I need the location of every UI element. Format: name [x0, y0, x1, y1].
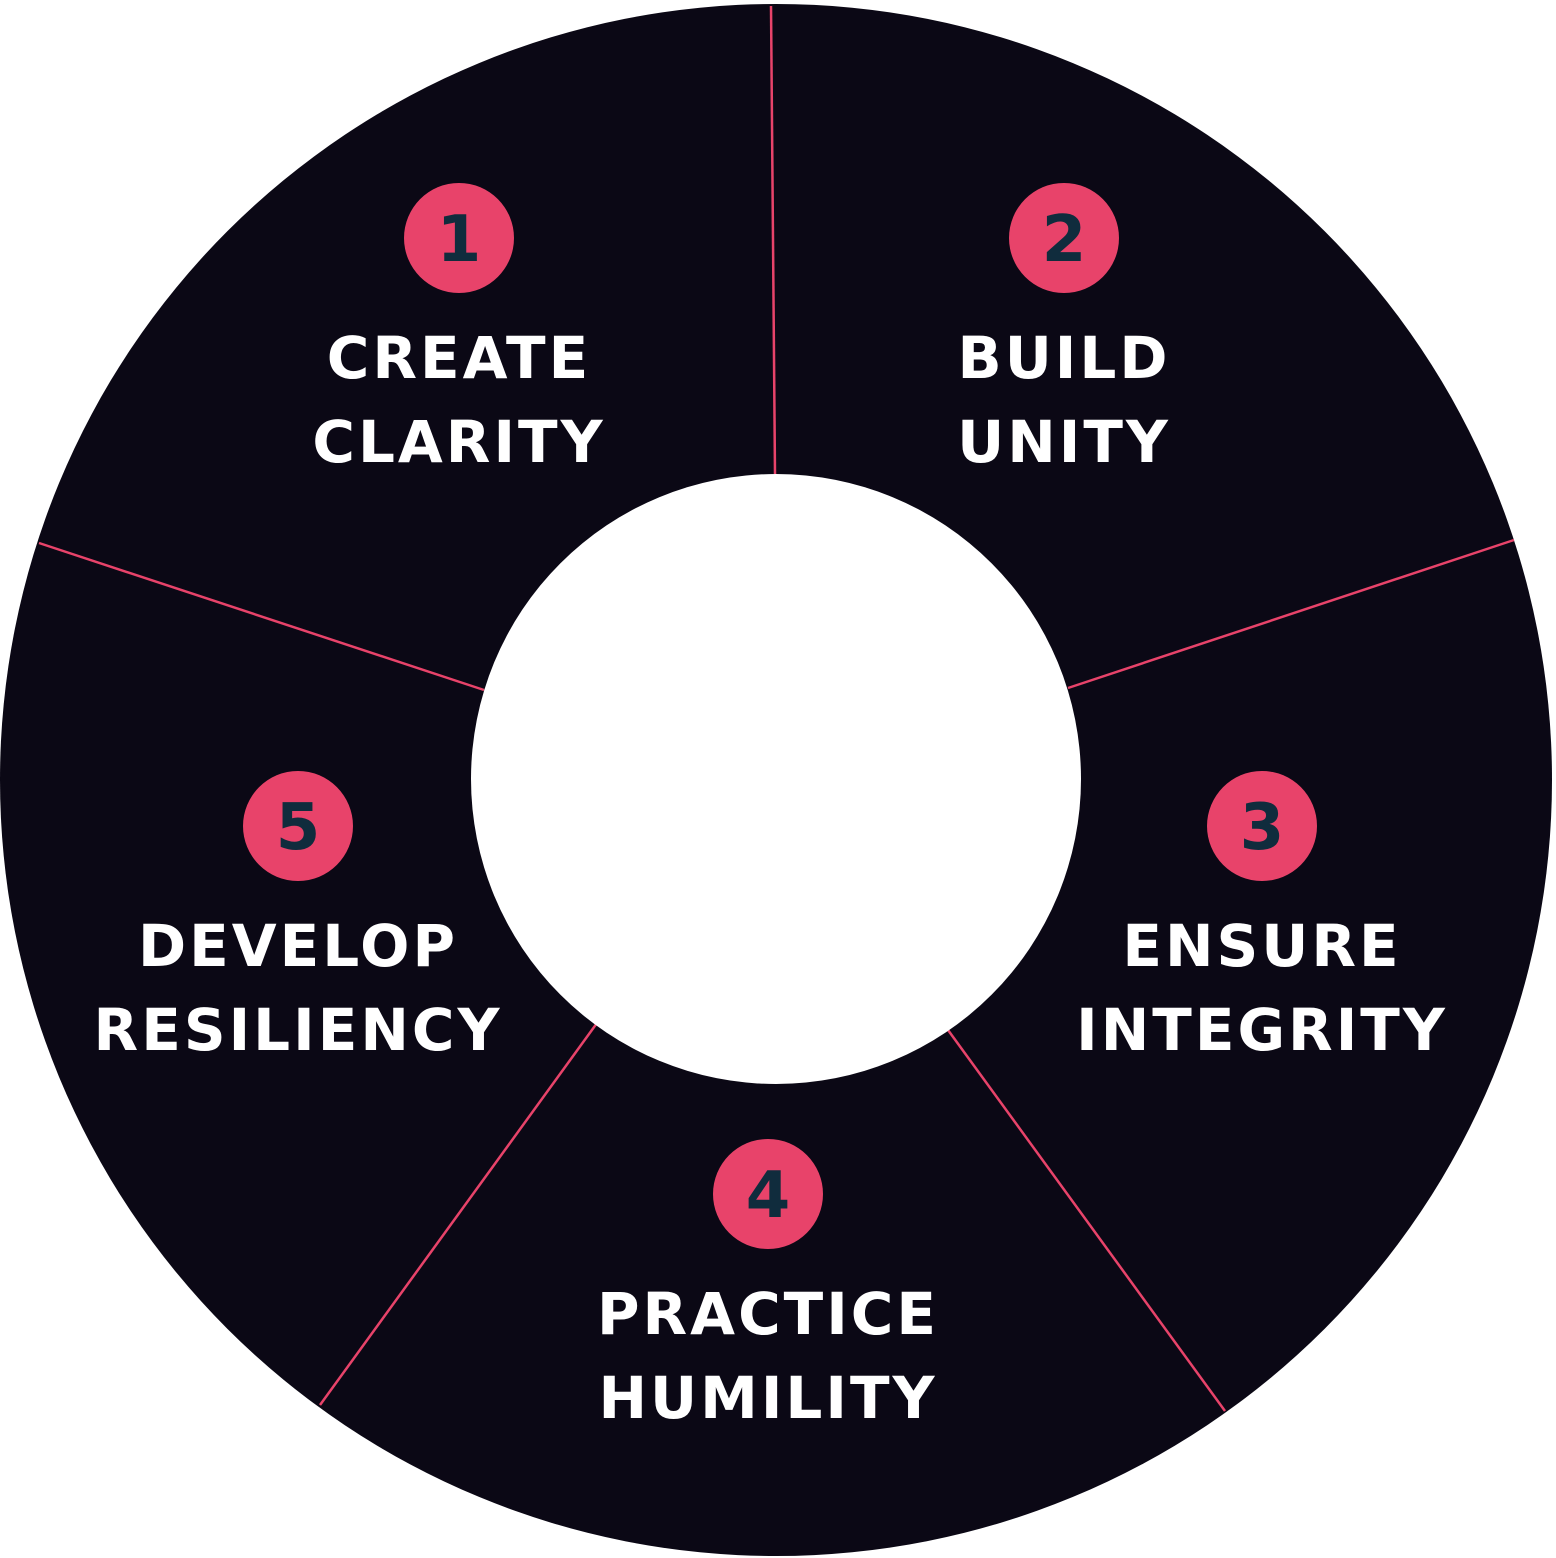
segment-divider-4-5: [318, 1022, 599, 1406]
segment-4-number: 4: [746, 1159, 791, 1233]
segment-divider-3-4: [946, 1029, 1227, 1412]
segment-2-badge: [1009, 183, 1119, 293]
segment-2: 2 BUILD UNITY: [957, 183, 1171, 476]
segment-4-badge: [713, 1139, 823, 1249]
segment-5-badge: [243, 771, 353, 881]
segment-3-number: 3: [1240, 791, 1285, 865]
segment-4-label-line2: HUMILITY: [598, 1364, 937, 1432]
segment-5: 5 DEVELOP RESILIENCY: [94, 771, 503, 1064]
segment-1-label-line1: CREATE: [327, 324, 591, 392]
segment-divider-1-2: [769, 5, 777, 475]
segment-2-number: 2: [1042, 203, 1087, 277]
segment-3-label-line1: ENSURE: [1122, 912, 1401, 980]
segment-5-number: 5: [276, 791, 321, 865]
segment-1: 1 CREATE CLARITY: [312, 183, 605, 476]
segment-3: 3 ENSURE INTEGRITY: [1076, 771, 1448, 1064]
segment-divider-2-3: [1067, 538, 1515, 690]
segment-4-label-line1: PRACTICE: [597, 1280, 939, 1348]
segment-2-label-line1: BUILD: [958, 324, 1171, 392]
center-hole: [471, 474, 1081, 1084]
segment-3-badge: [1207, 771, 1317, 881]
segment-divider-5-1: [38, 541, 485, 692]
segment-5-label-line2: RESILIENCY: [94, 996, 503, 1064]
segment-3-label-line2: INTEGRITY: [1076, 996, 1448, 1064]
segment-5-label-line1: DEVELOP: [138, 912, 458, 980]
segment-2-label-line2: UNITY: [957, 408, 1171, 476]
segment-1-label-line2: CLARITY: [312, 408, 605, 476]
segment-1-badge: [404, 183, 514, 293]
segment-1-number: 1: [437, 203, 482, 277]
segment-4: 4 PRACTICE HUMILITY: [597, 1139, 939, 1432]
